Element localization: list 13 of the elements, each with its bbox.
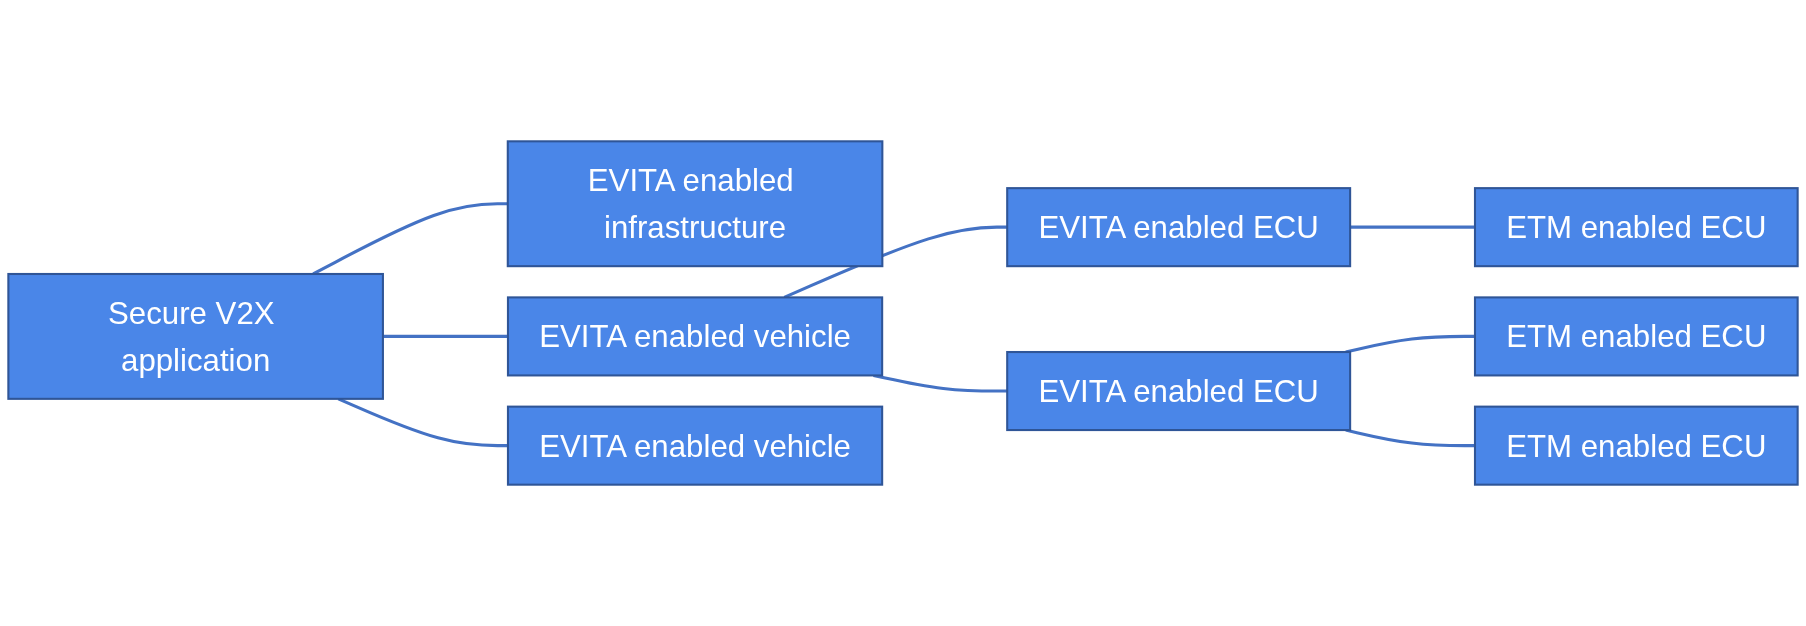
node-box: ETM enabled ECU — [1473, 296, 1799, 377]
node-box: EVITA enabled ECU — [1006, 350, 1352, 432]
connector — [1345, 334, 1475, 354]
connector — [1350, 225, 1475, 229]
connector — [382, 334, 508, 338]
node-box: EVITA enabled infrastructure — [506, 140, 884, 268]
node-box: EVITA enabled vehicle — [506, 405, 884, 486]
node-box: ETM enabled ECU — [1473, 405, 1799, 486]
connector — [1345, 428, 1475, 448]
node-box: EVITA enabled vehicle — [506, 296, 884, 377]
node-box: Secure V2X application — [7, 272, 384, 400]
node-box: ETM enabled ECU — [1473, 187, 1799, 268]
node-box: EVITA enabled ECU — [1006, 187, 1352, 268]
